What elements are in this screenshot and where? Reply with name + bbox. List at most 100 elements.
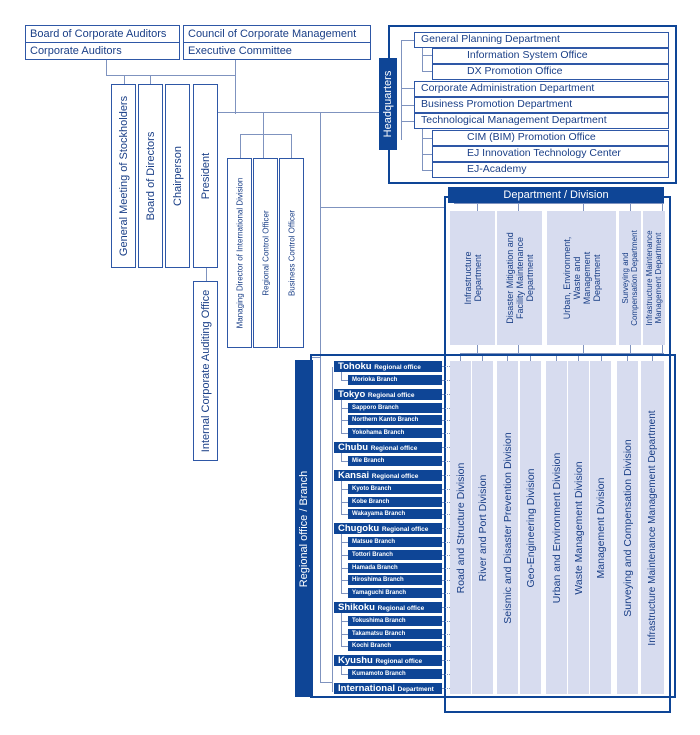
regional-office-name: Tohoku	[338, 361, 372, 372]
branch-item: Hiroshima Branch	[348, 575, 442, 586]
regional-title-box: Regional office / Branch	[295, 360, 313, 697]
hq-ej-academy: EJ-Academy	[432, 162, 669, 178]
connector-line	[106, 60, 107, 76]
regional-office-chugoku: Chugoku Regional office	[334, 523, 442, 535]
regional-office-tohoku: Tohoku Regional office	[334, 361, 442, 372]
dotted-connector	[442, 475, 450, 477]
branch-spine	[341, 613, 342, 647]
branch-connector	[341, 580, 348, 582]
connector-line	[422, 154, 432, 155]
hq-information-system-office: Information System Office	[432, 48, 669, 64]
president-box: President	[193, 84, 218, 268]
branch-connector	[341, 674, 348, 676]
chairperson-box: Chairperson	[165, 84, 190, 268]
branch-connector	[341, 433, 348, 434]
regional-office-kansai: Kansai Regional office	[334, 470, 442, 482]
branch-item: Wakayama Branch	[348, 509, 442, 520]
regional-office-name: International	[338, 683, 396, 695]
division-management: Management Division	[590, 361, 611, 694]
connector-line	[401, 40, 414, 41]
branch-item: Tokushima Branch	[348, 615, 442, 626]
connector-line	[263, 134, 264, 160]
dotted-connector	[442, 407, 450, 409]
branch-connector	[341, 420, 348, 422]
regional-control-label: Regional Control Officer	[261, 210, 270, 296]
connector-line	[578, 353, 579, 361]
department-division-title: Department / Division	[448, 187, 664, 203]
branch-item: Yokohama Branch	[348, 428, 442, 438]
connector-line	[460, 353, 461, 361]
branch-connector	[341, 407, 348, 409]
branch-spine	[341, 481, 342, 515]
business-control-officer-box: Business Control Officer	[279, 158, 304, 348]
managing-director-label: Managing Director of International Divis…	[235, 177, 244, 329]
regional-office-suffix: Regional office	[371, 473, 419, 481]
division-surveying-compensation: Surveying and Compensation Division	[617, 361, 638, 694]
connector-line	[477, 203, 478, 211]
connector-line	[662, 345, 663, 353]
regional-office-name: Shikoku	[338, 602, 375, 614]
regional-office-suffix: Department	[397, 686, 434, 694]
branch-spine	[341, 372, 342, 380]
connector-line	[583, 345, 584, 353]
connector-line	[652, 353, 653, 361]
regional-office-suffix: Regional office	[367, 391, 415, 399]
dept-surveying-compensation: Surveying and Compensation Department	[619, 211, 641, 345]
dotted-connector	[442, 433, 450, 434]
connector-line	[601, 353, 602, 361]
connector-line	[291, 134, 292, 160]
branch-connector	[341, 633, 348, 635]
managing-director-box: Managing Director of International Divis…	[227, 158, 252, 348]
connector-line	[482, 353, 483, 361]
regional-frame-right	[674, 354, 676, 698]
division-infrastructure-maintenance: Infrastructure Maintenance Management De…	[641, 361, 664, 694]
branch-item: Yamaguchi Branch	[348, 587, 442, 598]
division-waste-management: Waste Management Division	[568, 361, 589, 694]
branch-item: Matsue Branch	[348, 537, 442, 548]
branch-item: Kyoto Branch	[348, 483, 442, 494]
executive-committee-box: Executive Committee	[183, 42, 371, 60]
connector-line	[240, 134, 241, 160]
connector-line	[320, 207, 444, 208]
dotted-connector	[442, 542, 450, 544]
regional-office-name: Chubu	[338, 442, 369, 454]
dotted-connector	[442, 620, 450, 622]
dotted-connector	[442, 366, 450, 367]
connector-line	[662, 203, 663, 211]
connector-line	[530, 353, 531, 361]
dotted-connector	[442, 501, 450, 503]
headquarters-label-box: Headquarters	[379, 58, 397, 150]
regional-office-kyushu: Kyushu Regional office	[334, 655, 442, 667]
branch-item: Sapporo Branch	[348, 402, 442, 413]
connector-line	[235, 60, 236, 114]
dotted-connector	[442, 514, 450, 516]
president-label: President	[199, 152, 212, 200]
branch-item: Takamatsu Branch	[348, 628, 442, 639]
branch-connector	[341, 501, 348, 503]
corporate-auditors-box: Corporate Auditors	[25, 42, 180, 60]
internal-auditing-office-box: Internal Corporate Auditing Office	[193, 281, 218, 461]
regional-office-suffix: Regional office	[377, 605, 425, 613]
regional-office-chubu: Chubu Regional office	[334, 442, 442, 454]
regional-office-name: Tokyo	[338, 388, 366, 400]
dept-infrastructure-maintenance: Infrastructure Maintenance Management De…	[643, 211, 665, 345]
connector-line	[477, 345, 478, 353]
internal-audit-label: Internal Corporate Auditing Office	[199, 289, 212, 453]
hq-corporate-administration-department: Corporate Administration Department	[414, 81, 669, 97]
dept-disaster-mitigation: Disaster Mitigation and Facility Mainten…	[497, 211, 542, 345]
dotted-connector	[442, 554, 450, 556]
regional-office-shikoku: Shikoku Regional office	[334, 602, 442, 614]
regional-title: Regional office / Branch	[298, 470, 310, 587]
branch-item: Northern Kanto Branch	[348, 415, 442, 426]
branch-spine	[341, 399, 342, 433]
branch-item: Kobe Branch	[348, 496, 442, 507]
general-meeting-of-stockholders-box: General Meeting of Stockholders	[111, 84, 136, 268]
connector-line	[630, 345, 631, 353]
connector-line	[310, 357, 320, 358]
branch-connector	[341, 488, 348, 490]
branch-connector	[341, 646, 348, 648]
hq-general-planning-department: General Planning Department	[414, 32, 669, 48]
connector-line	[206, 268, 207, 282]
branch-connector	[341, 620, 348, 622]
regional-office-tokyo: Tokyo Regional office	[334, 388, 442, 400]
